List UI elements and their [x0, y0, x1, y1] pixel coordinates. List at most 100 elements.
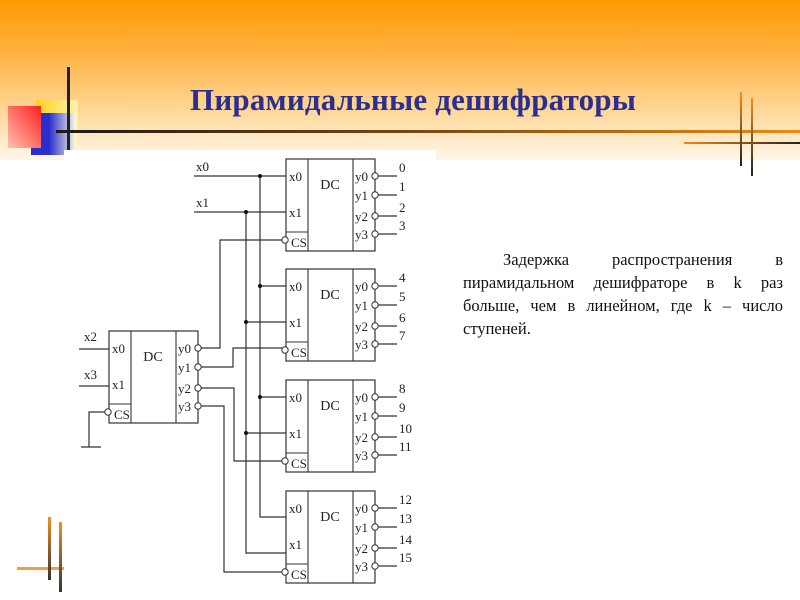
decoder-output-label-y1: y1: [355, 520, 368, 535]
decoder-label: DC: [320, 399, 339, 414]
stage1-y1-to-cs1: [201, 347, 282, 368]
decor-vertical-line-bottom-left-2: [59, 522, 62, 592]
decoder-frame: [108, 330, 199, 424]
inversion-bubble: [371, 562, 379, 570]
decor-red-square: [8, 106, 41, 148]
decor-vertical-line-bottom-left-1: [48, 517, 51, 580]
inversion-bubble: [194, 344, 202, 352]
inversion-bubble: [371, 544, 379, 552]
decoder-output-label-y3: y3: [355, 337, 368, 352]
stage1-y2-to-cs2: [201, 387, 282, 462]
decoder-cs-label: CS: [291, 567, 307, 582]
output-number-8: 8: [399, 381, 406, 396]
decoder-frame: [285, 379, 376, 473]
inversion-bubble: [281, 346, 289, 354]
bus-x1: [245, 212, 286, 554]
decoder-output-label-y1: y1: [355, 188, 368, 203]
decoder-cs-label: CS: [291, 345, 307, 360]
decoder-output-label-y2: y2: [178, 381, 191, 396]
output-number-2: 2: [399, 200, 406, 215]
decoder-input-label-x0: x0: [112, 341, 125, 356]
decoder-output-label-y0: y0: [355, 279, 368, 294]
decoder-input-label-x1: x1: [289, 426, 302, 441]
stage1-y3-to-cs3: [201, 405, 282, 573]
output-number-13: 13: [399, 511, 412, 526]
decoder-input-label-x0: x0: [289, 279, 302, 294]
decoder-input-label-x0: x0: [289, 390, 302, 405]
inversion-bubble: [371, 230, 379, 238]
inversion-bubble: [371, 212, 379, 220]
output-number-15: 15: [399, 550, 412, 565]
decoder-frame: [285, 158, 376, 252]
circuit-svg: x0x1CSDCy0y1y2y3x0x1CSDCy0y1y2y3x0x1CSDC…: [79, 158, 413, 584]
decoder-input-label-x0: x0: [289, 501, 302, 516]
inversion-bubble: [194, 402, 202, 410]
input-label-x2: x2: [84, 329, 97, 344]
output-number-11: 11: [399, 439, 412, 454]
description-text: Задержка распространения в пирамидальном…: [463, 250, 783, 338]
inversion-bubble: [371, 523, 379, 531]
decoder-label: DC: [143, 350, 162, 365]
output-number-6: 6: [399, 310, 406, 325]
inversion-bubble: [371, 451, 379, 459]
junction-dot: [258, 174, 262, 178]
output-number-10: 10: [399, 421, 412, 436]
junction-dot: [244, 431, 248, 435]
inversion-bubble: [194, 384, 202, 392]
inversion-bubble: [371, 172, 379, 180]
decoder-output-label-y0: y0: [355, 501, 368, 516]
output-number-3: 3: [399, 218, 406, 233]
input-label-x1: x1: [196, 195, 209, 210]
output-number-4: 4: [399, 270, 406, 285]
inversion-bubble: [281, 568, 289, 576]
decoder-output-label-y3: y3: [355, 559, 368, 574]
inversion-bubble: [281, 457, 289, 465]
output-number-14: 14: [399, 532, 413, 547]
slide-title: Пирамидальные дешифраторы: [190, 82, 637, 117]
decoder-input-label-x1: x1: [289, 537, 302, 552]
decor-vertical-line-right-2: [751, 98, 753, 176]
decoder-output-label-y1: y1: [355, 298, 368, 313]
decoder-output-label-y3: y3: [355, 227, 368, 242]
decoder-output-label-y2: y2: [355, 541, 368, 556]
decoder-output-label-y2: y2: [355, 430, 368, 445]
decoder-blocks: x0x1CSDCy0y1y2y3x0x1CSDCy0y1y2y3x0x1CSDC…: [104, 158, 379, 584]
output-number-12: 12: [399, 492, 412, 507]
inversion-bubble: [281, 236, 289, 244]
decor-vertical-line-right-1: [740, 92, 742, 166]
inversion-bubble: [371, 282, 379, 290]
junction-dot: [244, 210, 248, 214]
inversion-bubble: [104, 408, 112, 416]
decoder-output-label-y2: y2: [355, 209, 368, 224]
wires: [79, 174, 397, 573]
junction-dot: [244, 320, 248, 324]
decoder-cs-label: CS: [291, 456, 307, 471]
decoder-output-label-y1: y1: [355, 409, 368, 424]
inversion-bubble: [371, 191, 379, 199]
stage1-y0-to-cs0: [201, 239, 282, 349]
decoder-output-label-y0: y0: [355, 390, 368, 405]
input-label-x0: x0: [196, 159, 209, 174]
inversion-bubble: [371, 301, 379, 309]
inversion-bubble: [371, 322, 379, 330]
title-underline: [56, 130, 800, 133]
stage1-cs-wire: [88, 411, 105, 447]
decoder-output-label-y2: y2: [355, 319, 368, 334]
inversion-bubble: [371, 340, 379, 348]
decoder-label: DC: [320, 288, 339, 303]
bus-x0: [259, 176, 286, 518]
decoder-output-label-y1: y1: [178, 360, 191, 375]
decoder-cs-label: CS: [291, 235, 307, 250]
decoder-input-label-x1: x1: [112, 377, 125, 392]
output-number-0: 0: [399, 160, 406, 175]
decoder-output-label-y0: y0: [355, 169, 368, 184]
input-label-x3: x3: [84, 367, 97, 382]
header-background: [0, 0, 800, 160]
output-number-5: 5: [399, 289, 406, 304]
